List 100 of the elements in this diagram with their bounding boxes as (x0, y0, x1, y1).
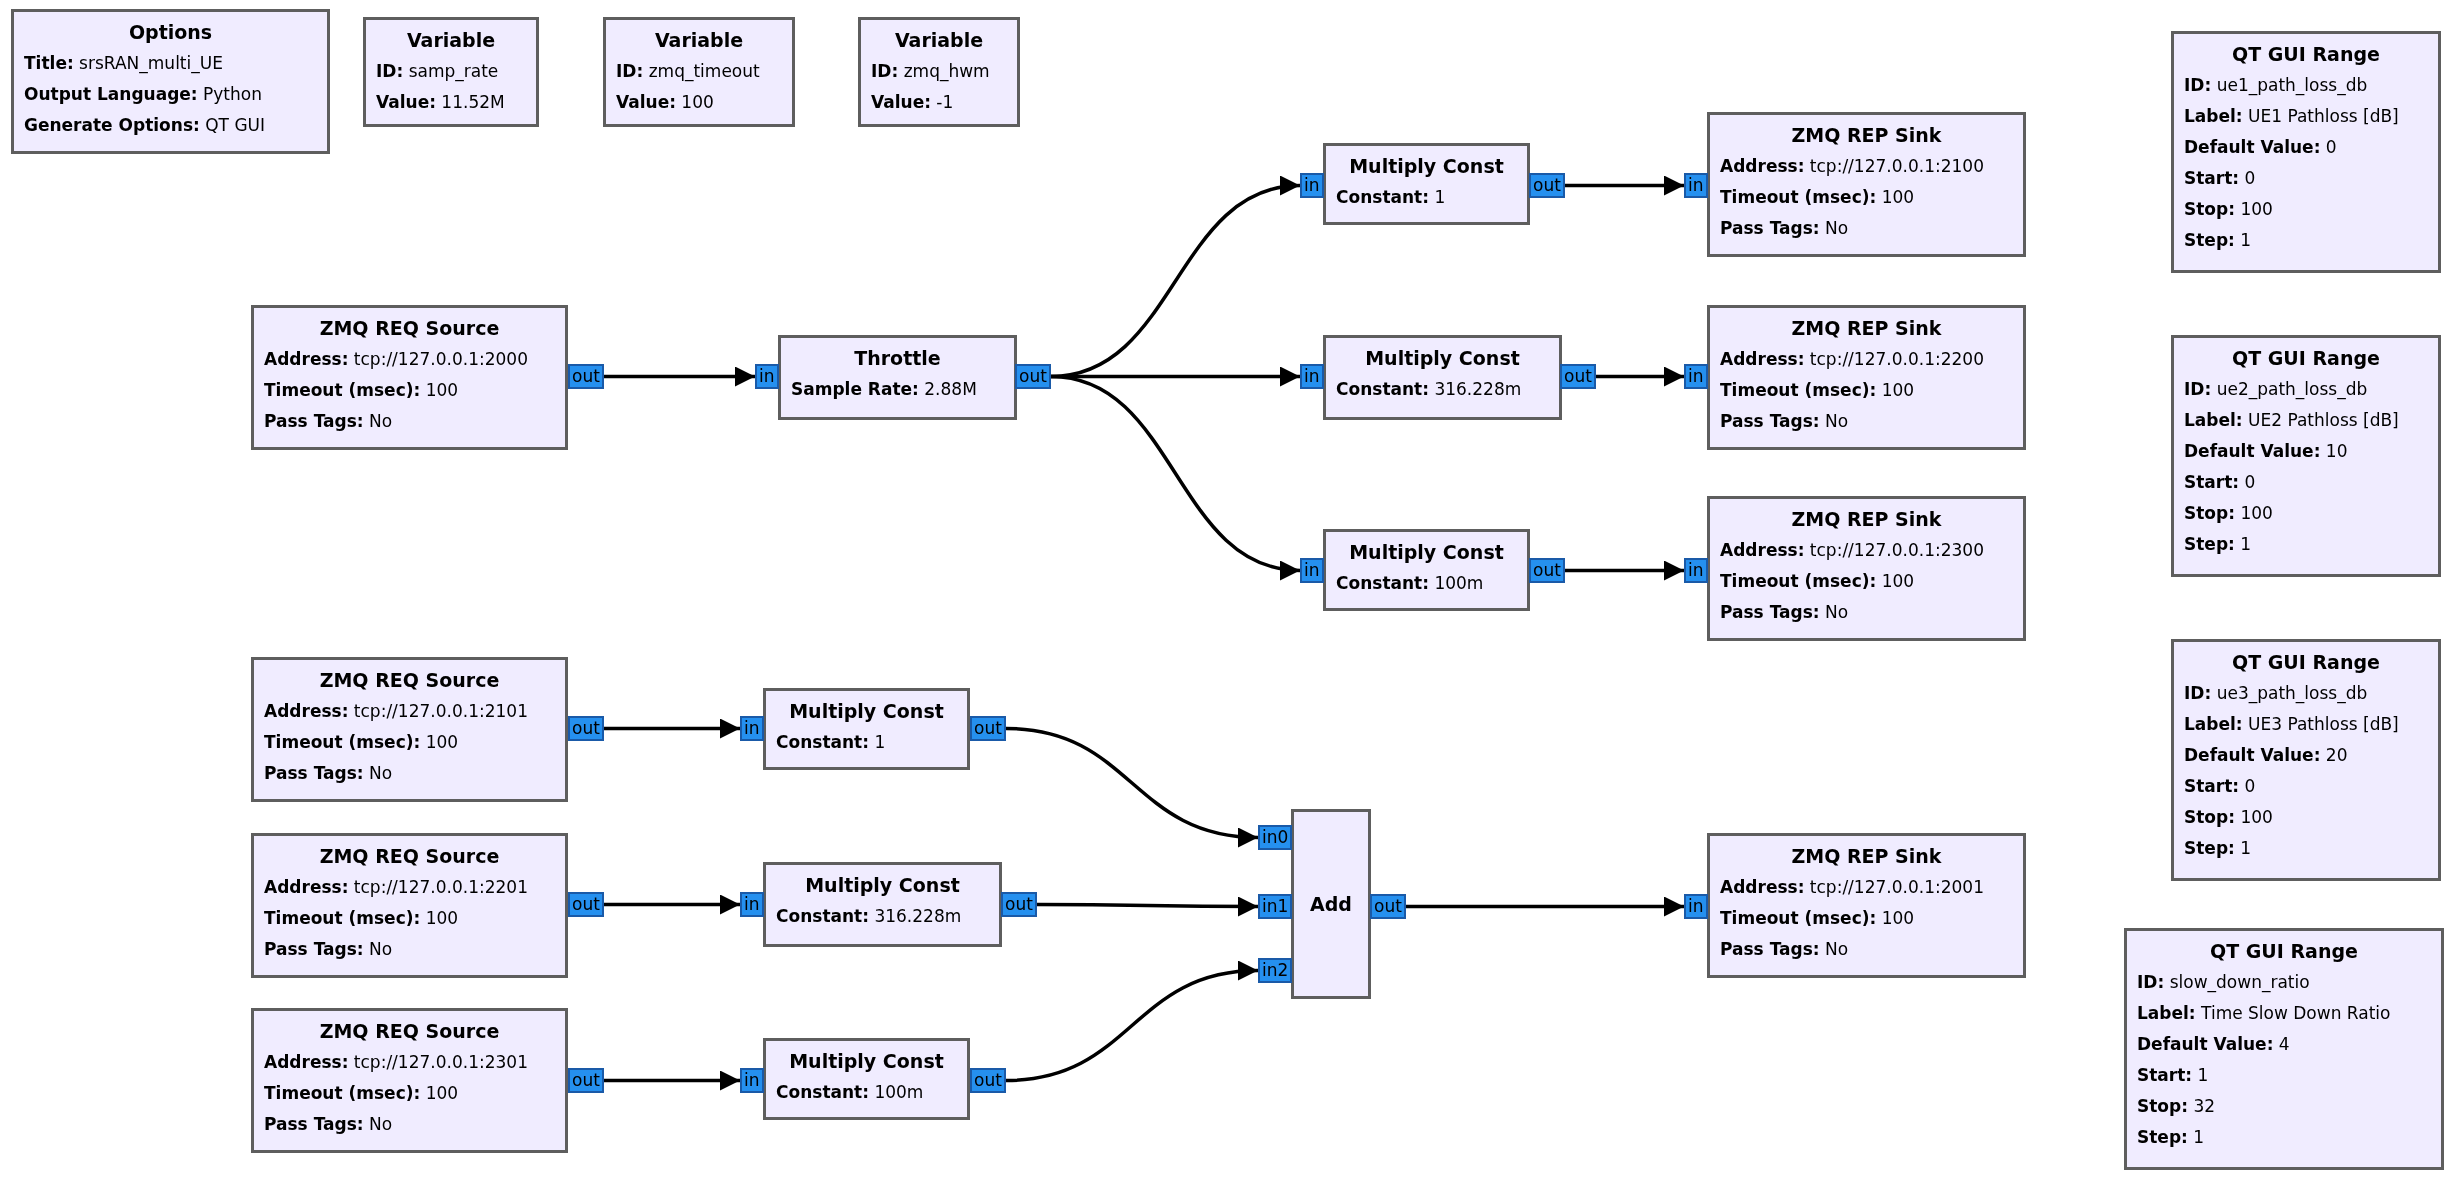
block-title: Multiply Const (1364, 346, 1521, 371)
parameter-text: Step: 1 (2184, 837, 2253, 860)
parameter-text: Address: tcp://127.0.0.1:2100 (1720, 155, 1985, 178)
port-tab: in (1300, 173, 1324, 198)
parameter-text: Stop: 100 (2184, 502, 2274, 525)
flowgraph-block (778, 335, 1017, 420)
port-tab: in1 (1258, 894, 1293, 919)
block-title: Add (1310, 891, 1352, 917)
parameter-text: ID: samp_rate (376, 60, 500, 84)
block-title: Multiply Const (788, 1049, 945, 1074)
parameter-text: Start: 0 (2184, 775, 2257, 798)
block-title: ZMQ REP Sink (1790, 507, 1943, 532)
parameter-text: Pass Tags: No (264, 762, 394, 785)
parameter-text: Default Value: 10 (2184, 440, 2349, 463)
parameter-text: Generate Options: QT GUI (24, 114, 267, 137)
connector-arrow (1005, 726, 1259, 846)
parameter-text: Address: tcp://127.0.0.1:2300 (1720, 539, 1985, 562)
parameter-text: Value: 11.52M (376, 91, 506, 114)
parameter-text: Timeout (msec): 100 (1720, 379, 1916, 402)
parameter-text: Label: Time Slow Down Ratio (2137, 1002, 2392, 1025)
block-title: ZMQ REP Sink (1790, 316, 1943, 341)
flowgraph-block (1323, 529, 1530, 611)
parameter-text: Pass Tags: No (1720, 217, 1850, 240)
block-title: Options (127, 20, 214, 45)
port-tab: out (1529, 173, 1565, 198)
block-title: ZMQ REQ Source (318, 1019, 501, 1044)
connector-arrow (604, 718, 740, 739)
port-tab: in (1300, 364, 1324, 389)
parameter-text: Timeout (msec): 100 (264, 1082, 460, 1105)
parameter-text: ID: ue2_path_loss_db (2184, 378, 2369, 402)
parameter-text: Pass Tags: No (1720, 601, 1850, 624)
block-title: QT GUI Range (2231, 42, 2381, 67)
parameter-text: Address: tcp://127.0.0.1:2001 (1720, 876, 1985, 899)
flowgraph-block (858, 17, 1020, 127)
flowgraph-block (251, 833, 568, 978)
block-title: Multiply Const (788, 699, 945, 724)
parameter-text: ID: zmq_timeout (616, 60, 761, 84)
port-tab: out (970, 1068, 1006, 1093)
flowgraph-block (1291, 809, 1371, 999)
block-title: QT GUI Range (2231, 650, 2381, 675)
block-title: ZMQ REP Sink (1790, 844, 1943, 869)
parameter-text: Timeout (msec): 100 (264, 379, 460, 402)
port-tab: in (1684, 364, 1708, 389)
block-title: Variable (893, 28, 985, 53)
port-tab: in (1684, 558, 1708, 583)
parameter-text: Constant: 316.228m (776, 905, 963, 928)
parameter-text: Timeout (msec): 100 (1720, 570, 1916, 593)
parameter-text: Pass Tags: No (1720, 410, 1850, 433)
parameter-text: Constant: 100m (776, 1081, 925, 1104)
port-tab: in (1300, 558, 1324, 583)
port-tab: in (740, 892, 764, 917)
port-tab: out (568, 364, 604, 389)
port-tab: out (1370, 894, 1406, 919)
parameter-text: Label: UE3 Pathloss [dB] (2184, 713, 2400, 736)
parameter-text: Step: 1 (2184, 229, 2253, 252)
connector-arrow (1596, 366, 1684, 387)
flowgraph-block (1707, 496, 2026, 641)
connector-arrow (604, 366, 755, 387)
connector-arrow (604, 1070, 740, 1091)
block-title: Variable (405, 28, 497, 53)
block-title: ZMQ REQ Source (318, 316, 501, 341)
parameter-text: Timeout (msec): 100 (264, 907, 460, 930)
parameter-text: Value: 100 (616, 91, 715, 114)
parameter-text: Label: UE2 Pathloss [dB] (2184, 409, 2400, 432)
flowgraph-block (603, 17, 795, 127)
flowgraph-block (763, 1038, 970, 1120)
parameter-text: ID: ue3_path_loss_db (2184, 682, 2369, 706)
parameter-text: Output Language: Python (24, 83, 263, 106)
parameter-text: Constant: 1 (776, 731, 887, 754)
flowgraph-block (2124, 928, 2444, 1170)
port-tab: in (755, 364, 779, 389)
block-title: ZMQ REQ Source (318, 668, 501, 693)
port-tab: in (740, 716, 764, 741)
parameter-text: Default Value: 0 (2184, 136, 2338, 159)
port-tab: out (970, 716, 1006, 741)
port-tab: in (1684, 173, 1708, 198)
flowgraph-block (251, 305, 568, 450)
parameter-text: Pass Tags: No (1720, 938, 1850, 961)
parameter-text: Sample Rate: 2.88M (791, 378, 978, 401)
flowgraph-block (11, 9, 330, 154)
flowgraph-block (1323, 335, 1562, 420)
parameter-text: Label: UE1 Pathloss [dB] (2184, 105, 2400, 128)
parameter-text: Value: -1 (871, 91, 955, 114)
port-tab: out (568, 892, 604, 917)
block-title: QT GUI Range (2231, 346, 2381, 371)
flowgraph-block (2171, 31, 2441, 273)
parameter-text: Stop: 100 (2184, 198, 2274, 221)
port-tab: out (568, 1068, 604, 1093)
flowgraph-block (251, 657, 568, 802)
port-tab: in2 (1258, 958, 1293, 983)
parameter-text: Pass Tags: No (264, 938, 394, 961)
port-tab: in (1684, 894, 1708, 919)
parameter-text: Start: 0 (2184, 167, 2257, 190)
flowgraph-block (1707, 305, 2026, 450)
flowgraph-block (2171, 639, 2441, 881)
block-title: QT GUI Range (2209, 939, 2359, 964)
parameter-text: Title: srsRAN_multi_UE (24, 52, 224, 76)
parameter-text: Timeout (msec): 100 (1720, 907, 1916, 930)
flowgraph-block (251, 1008, 568, 1153)
flowgraph-block (1323, 143, 1530, 225)
